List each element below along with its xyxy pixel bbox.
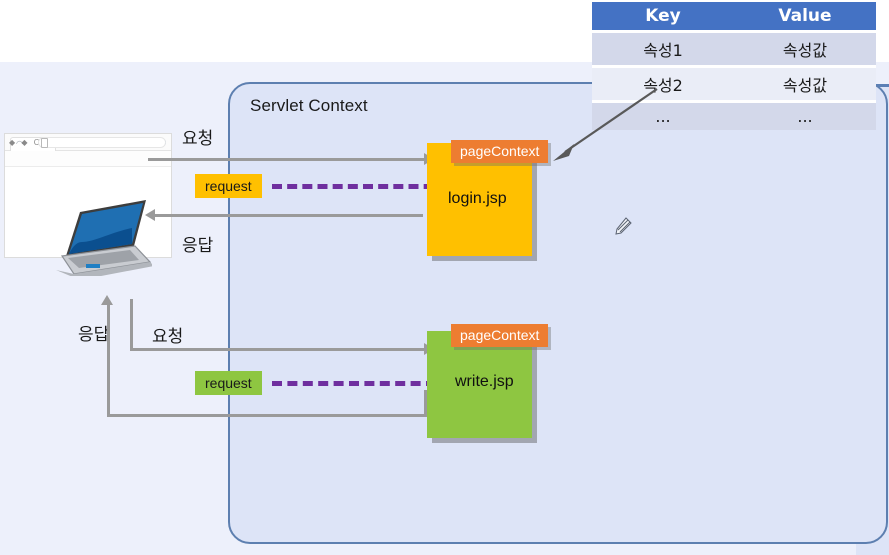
table-row-gap bbox=[592, 30, 876, 33]
table-header-row: Key Value bbox=[592, 2, 876, 30]
write-jsp-block bbox=[427, 331, 532, 438]
servlet-context-label: Servlet Context bbox=[250, 96, 368, 115]
response-arrow-top-head bbox=[145, 209, 155, 221]
table-cell-key: 속성1 bbox=[592, 33, 734, 65]
pagecontext-tag-write: pageContext bbox=[451, 324, 549, 347]
request-label-top: 요청 bbox=[182, 129, 214, 149]
table-row: 속성2 속성값 bbox=[592, 68, 876, 100]
response-arrow-top-line bbox=[155, 214, 423, 217]
table-row-gap bbox=[592, 100, 876, 103]
attribute-table: Key Value 속성1 속성값 속성2 속성값 ... ... bbox=[592, 2, 876, 130]
table-cell-value: 속성값 bbox=[734, 68, 876, 100]
lock-icon bbox=[41, 138, 48, 148]
response-arrow-bottom-head bbox=[101, 295, 113, 305]
table-row-gap bbox=[592, 65, 876, 68]
table-cell-value: ... bbox=[734, 103, 876, 130]
table-cell-value: 속성값 bbox=[734, 33, 876, 65]
request-arrow-bottom-vertical bbox=[130, 299, 133, 351]
tab-favicon-icon: ◠ bbox=[16, 139, 23, 148]
request-dashed-arrow-bottom bbox=[272, 381, 436, 386]
laptop-icon bbox=[56, 200, 152, 276]
table-cell-key: 속성2 bbox=[592, 68, 734, 100]
url-bar bbox=[38, 137, 166, 148]
write-jsp-label: write.jsp bbox=[455, 373, 514, 390]
response-label-bottom: 응답 bbox=[78, 325, 110, 345]
navigation-icons: ◆ ◆ C bbox=[9, 138, 42, 147]
response-arrow-bottom-vertical bbox=[107, 305, 110, 417]
table-header-value: Value bbox=[734, 2, 876, 30]
login-jsp-label: login.jsp bbox=[448, 190, 507, 207]
request-chip-bottom: request bbox=[195, 371, 262, 395]
request-label-bottom: 요청 bbox=[152, 327, 184, 347]
response-arrow-bottom-horizontal bbox=[107, 414, 427, 417]
table-header-key: Key bbox=[592, 2, 734, 30]
request-arrow-top-line bbox=[148, 158, 424, 161]
browser-navbar bbox=[5, 151, 171, 167]
table-to-pagecontext-arrow bbox=[553, 88, 658, 161]
pencil-cursor-icon bbox=[615, 217, 632, 235]
response-arrow-bottom-riser bbox=[424, 390, 427, 417]
response-label-top: 응답 bbox=[182, 236, 214, 256]
request-arrow-bottom-line bbox=[130, 348, 424, 351]
table-row: 속성1 속성값 bbox=[592, 33, 876, 65]
request-dashed-arrow-top bbox=[272, 184, 464, 189]
request-chip-top: request bbox=[195, 174, 262, 198]
pagecontext-tag-login: pageContext bbox=[451, 140, 549, 163]
table-row: ... ... bbox=[592, 103, 876, 130]
